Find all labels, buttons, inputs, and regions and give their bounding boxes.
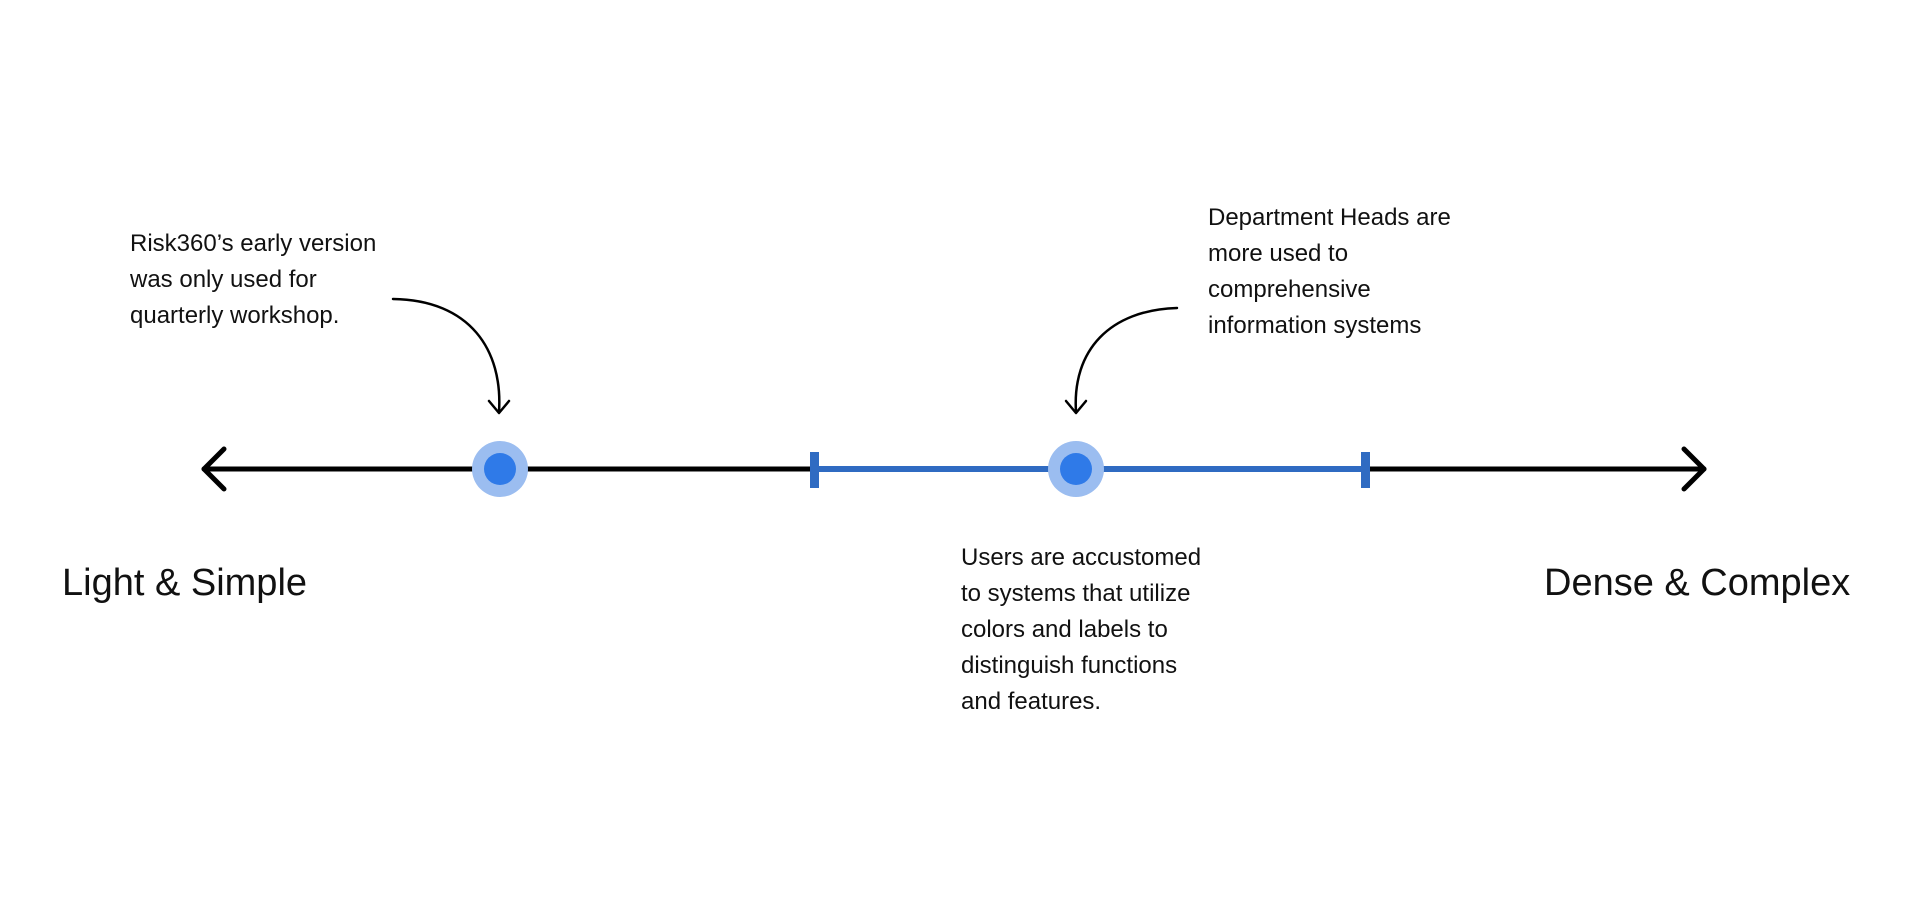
note-line: Users are accustomed <box>961 544 1202 571</box>
arrow-right-icon <box>1681 446 1707 492</box>
note-line: distinguish functions <box>961 652 1178 679</box>
note-risk360-early-version: Risk360’s early version was only used fo… <box>130 226 376 334</box>
arrow-left-icon <box>201 446 227 492</box>
note-users-accustomed: Users are accustomed to systems that uti… <box>961 540 1201 720</box>
marker-current-users <box>1048 441 1104 497</box>
note-line: information systems <box>1208 312 1422 339</box>
callout-arrow-risk360 <box>391 297 511 415</box>
note-line: to systems that utilize <box>961 580 1191 607</box>
note-line: more used to <box>1208 240 1349 267</box>
note-line: and features. <box>961 688 1102 715</box>
range-start-tick <box>810 452 819 488</box>
scale-label-light-simple: Light & Simple <box>62 562 308 604</box>
note-line: comprehensive <box>1208 276 1371 303</box>
marker-risk360-early <box>472 441 528 497</box>
note-line: colors and labels to <box>961 616 1168 643</box>
note-line: Risk360’s early version <box>130 230 377 257</box>
note-line: was only used for <box>130 266 317 293</box>
note-department-heads: Department Heads are more used to compre… <box>1208 200 1451 344</box>
note-line: quarterly workshop. <box>130 302 340 329</box>
note-line: Department Heads are <box>1208 204 1451 231</box>
range-end-tick <box>1361 452 1370 488</box>
scale-label-dense-complex: Dense & Complex <box>1544 562 1851 604</box>
callout-arrow-department-heads <box>1064 306 1179 415</box>
